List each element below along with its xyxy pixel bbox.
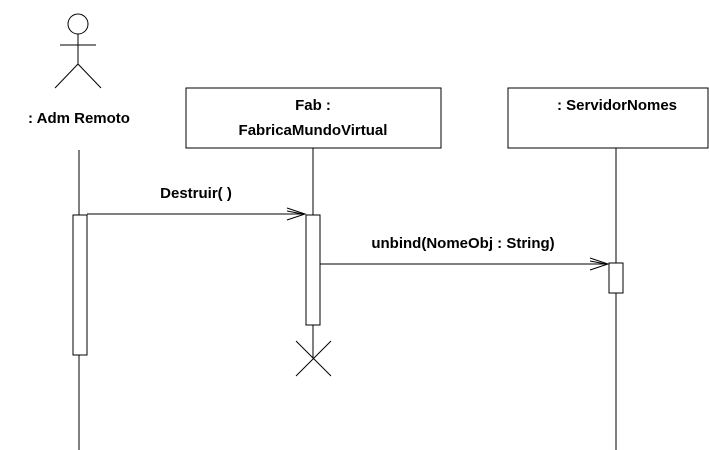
arrow-head-icon: [286, 207, 307, 221]
object-fabrica-mundo-virtual: Fab : FabricaMundoVirtual: [185, 87, 442, 377]
object-box-fab: [185, 87, 442, 149]
activation-fab: [305, 214, 321, 326]
stick-figure-actor-icon: [54, 13, 102, 89]
message-unbind: unbind(NomeObj : String): [320, 235, 610, 271]
actor-label: : Adm Remoto: [28, 110, 130, 127]
object-box-srv: [507, 87, 709, 149]
object-label-line-2: FabricaMundoVirtual: [239, 122, 388, 139]
object-servidor-nomes: : ServidorNomes: [507, 87, 709, 450]
message-label: unbind(NomeObj : String): [371, 235, 554, 252]
message-label: Destruir( ): [160, 185, 232, 202]
activation-adm-remoto: [72, 214, 88, 356]
message-destruir: Destruir( ): [87, 185, 307, 221]
activation-srv: [608, 262, 624, 294]
object-label-srv: : ServidorNomes: [557, 97, 677, 114]
object-label-line-1: Fab :: [295, 97, 331, 114]
x-destroy-icon: [295, 340, 332, 377]
arrow-head-icon: [589, 257, 610, 271]
actor-adm-remoto: : Adm Remoto: [28, 13, 130, 450]
